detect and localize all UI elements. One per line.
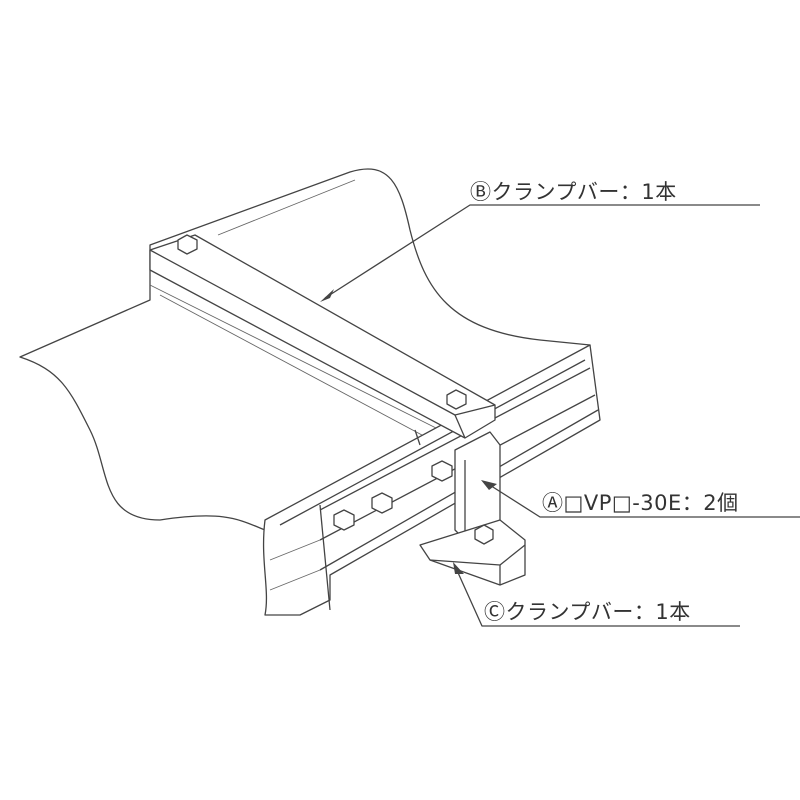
clamp-bar-c: [419, 519, 526, 586]
label-clamp-bar-c: Ⓒクランプバー：1本: [484, 600, 691, 624]
label-clamp-bar-b: Ⓑクランプバー：1本: [470, 180, 677, 204]
rail-beam: [262, 344, 601, 616]
clamp-bar-b: [149, 234, 496, 439]
leader-b: [320, 204, 760, 302]
leader-c: [453, 562, 740, 627]
leader-a: [481, 480, 800, 518]
label-part-a: Ⓐ□VP□-30E：2個: [542, 491, 739, 515]
rail-bolts: [333, 460, 453, 531]
